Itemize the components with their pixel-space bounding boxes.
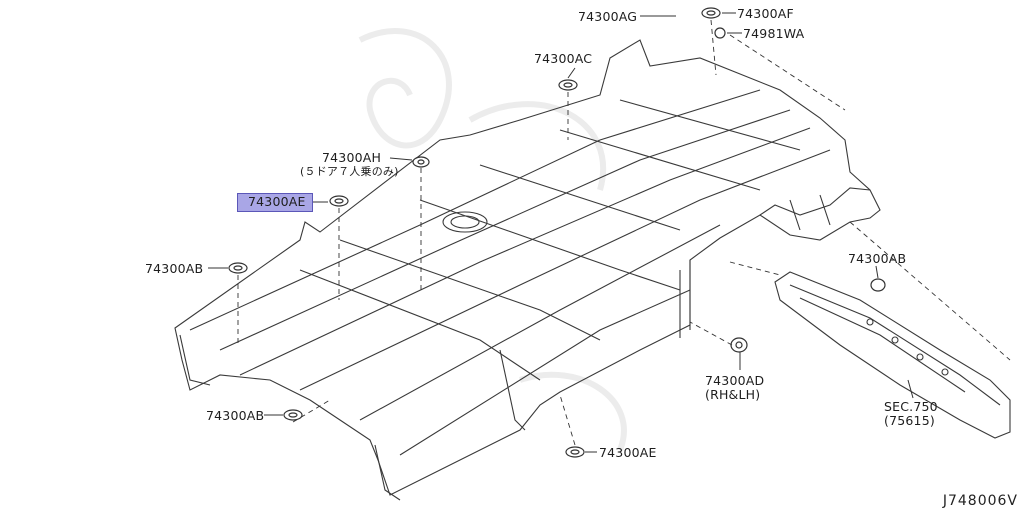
floor-panel bbox=[174, 39, 881, 501]
side-member-part bbox=[774, 271, 1011, 439]
dashed-lines bbox=[237, 19, 1011, 446]
callout-sec-750: SEC.750 bbox=[884, 399, 938, 414]
callout-74300af: 74300AF bbox=[737, 6, 794, 21]
callout-74300ac: 74300AC bbox=[534, 51, 593, 66]
watermark-logo bbox=[358, 28, 627, 452]
figure-code: J748006V bbox=[942, 493, 1018, 509]
callout-sec-750-ref: (75615) bbox=[884, 413, 935, 428]
grommet-parts bbox=[228, 7, 886, 458]
callout-74300ad: 74300AD bbox=[705, 373, 765, 388]
callout-74300ae-bottom: 74300AE bbox=[599, 445, 657, 460]
callout-74300ab-bottom: 74300AB bbox=[206, 408, 265, 423]
callout-74981wa: 74981WA bbox=[743, 26, 805, 41]
leader-lines bbox=[208, 12, 914, 453]
callout-74300ag: 74300AG bbox=[578, 9, 638, 24]
callout-74300ab-left: 74300AB bbox=[145, 261, 204, 276]
callout-74300ae-highlighted[interactable]: 74300AE bbox=[237, 193, 313, 212]
callout-74300ad-note: (RH&LH) bbox=[705, 387, 761, 402]
callout-74300ab-right: 74300AB bbox=[848, 251, 907, 266]
callout-74300ah: 74300AH bbox=[322, 150, 382, 165]
callout-74300ah-note: (５ドア７人乗のみ) bbox=[300, 165, 399, 178]
